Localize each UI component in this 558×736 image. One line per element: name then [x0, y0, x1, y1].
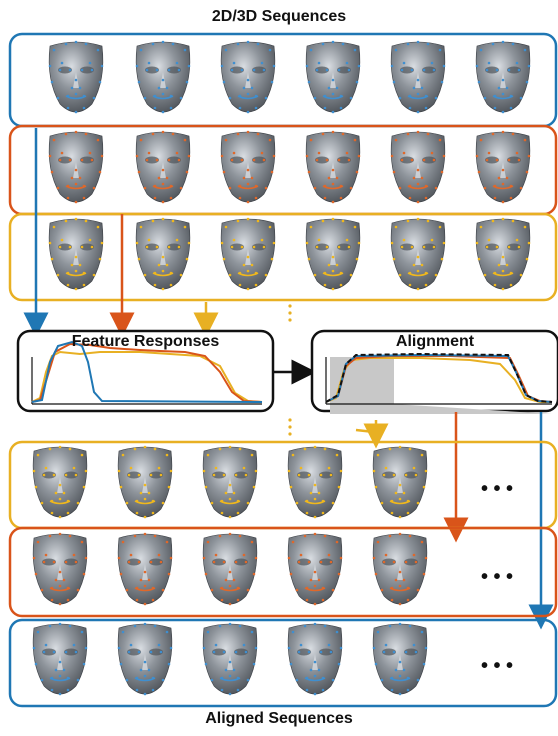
alignment-to-yellow-arrow: [355, 428, 375, 434]
face-mesh-icon: [117, 622, 173, 696]
yellow-ellipsis-icon: • • •: [480, 478, 514, 500]
bottom-title: Aligned Sequences: [205, 710, 353, 727]
feature-response-plot: [31, 340, 263, 405]
aligned-blue-curve: [325, 353, 553, 403]
face-mesh-icon: [287, 622, 343, 696]
yellow-response-curve: [31, 350, 263, 403]
input-face-grid: [48, 40, 531, 291]
face-mesh-icon: [390, 217, 446, 291]
alignment-shade-region: [330, 357, 552, 414]
blue-ellipsis-icon: • • •: [480, 655, 514, 677]
face-mesh-icon: [135, 40, 191, 114]
alignment-title: Alignment: [395, 333, 475, 350]
top-title: 2D/3D Sequences: [211, 8, 347, 25]
face-mesh-icon: [48, 40, 104, 114]
face-mesh-icon: [220, 217, 276, 291]
feature-responses-title: Feature Responses: [71, 333, 220, 350]
face-mesh-icon: [287, 532, 343, 606]
face-mesh-icon: [305, 40, 361, 114]
alignment-plot: [325, 352, 553, 414]
face-mesh-icon: [117, 445, 173, 519]
face-mesh-icon: [32, 445, 88, 519]
aligned-face-grid: [32, 445, 428, 696]
face-mesh-icon: [32, 622, 88, 696]
blue-aligned-panel: [8, 618, 558, 708]
face-mesh-icon: [372, 445, 428, 519]
face-mesh-icon: [202, 445, 258, 519]
face-mesh-icon: [372, 532, 428, 606]
face-mesh-icon: [220, 40, 276, 114]
face-mesh-icon: [475, 40, 531, 114]
face-mesh-icon: [390, 40, 446, 114]
face-mesh-icon: [305, 130, 361, 204]
face-mesh-icon: [475, 217, 531, 291]
face-mesh-icon: [220, 130, 276, 204]
face-mesh-icon: [305, 217, 361, 291]
blue-response-curve: [31, 340, 263, 403]
red-aligned-panel: [8, 526, 558, 618]
vertical-ellipsis-icon: [288, 304, 292, 436]
yellow-sequence-panel: [8, 212, 558, 302]
face-mesh-icon: [202, 532, 258, 606]
face-mesh-icon: [202, 622, 258, 696]
face-mesh-icon: [117, 532, 173, 606]
face-mesh-icon: [32, 532, 88, 606]
face-mesh-icon: [48, 130, 104, 204]
face-mesh-icon: [48, 217, 104, 291]
face-mesh-icon: [372, 622, 428, 696]
red-ellipsis-icon: • • •: [480, 566, 514, 588]
face-mesh-icon: [287, 445, 343, 519]
face-mesh-icon: [135, 217, 191, 291]
face-mesh-icon: [390, 130, 446, 204]
face-mesh-icon: [135, 130, 191, 204]
red-response-curve: [31, 342, 263, 403]
face-mesh-icon: [475, 130, 531, 204]
